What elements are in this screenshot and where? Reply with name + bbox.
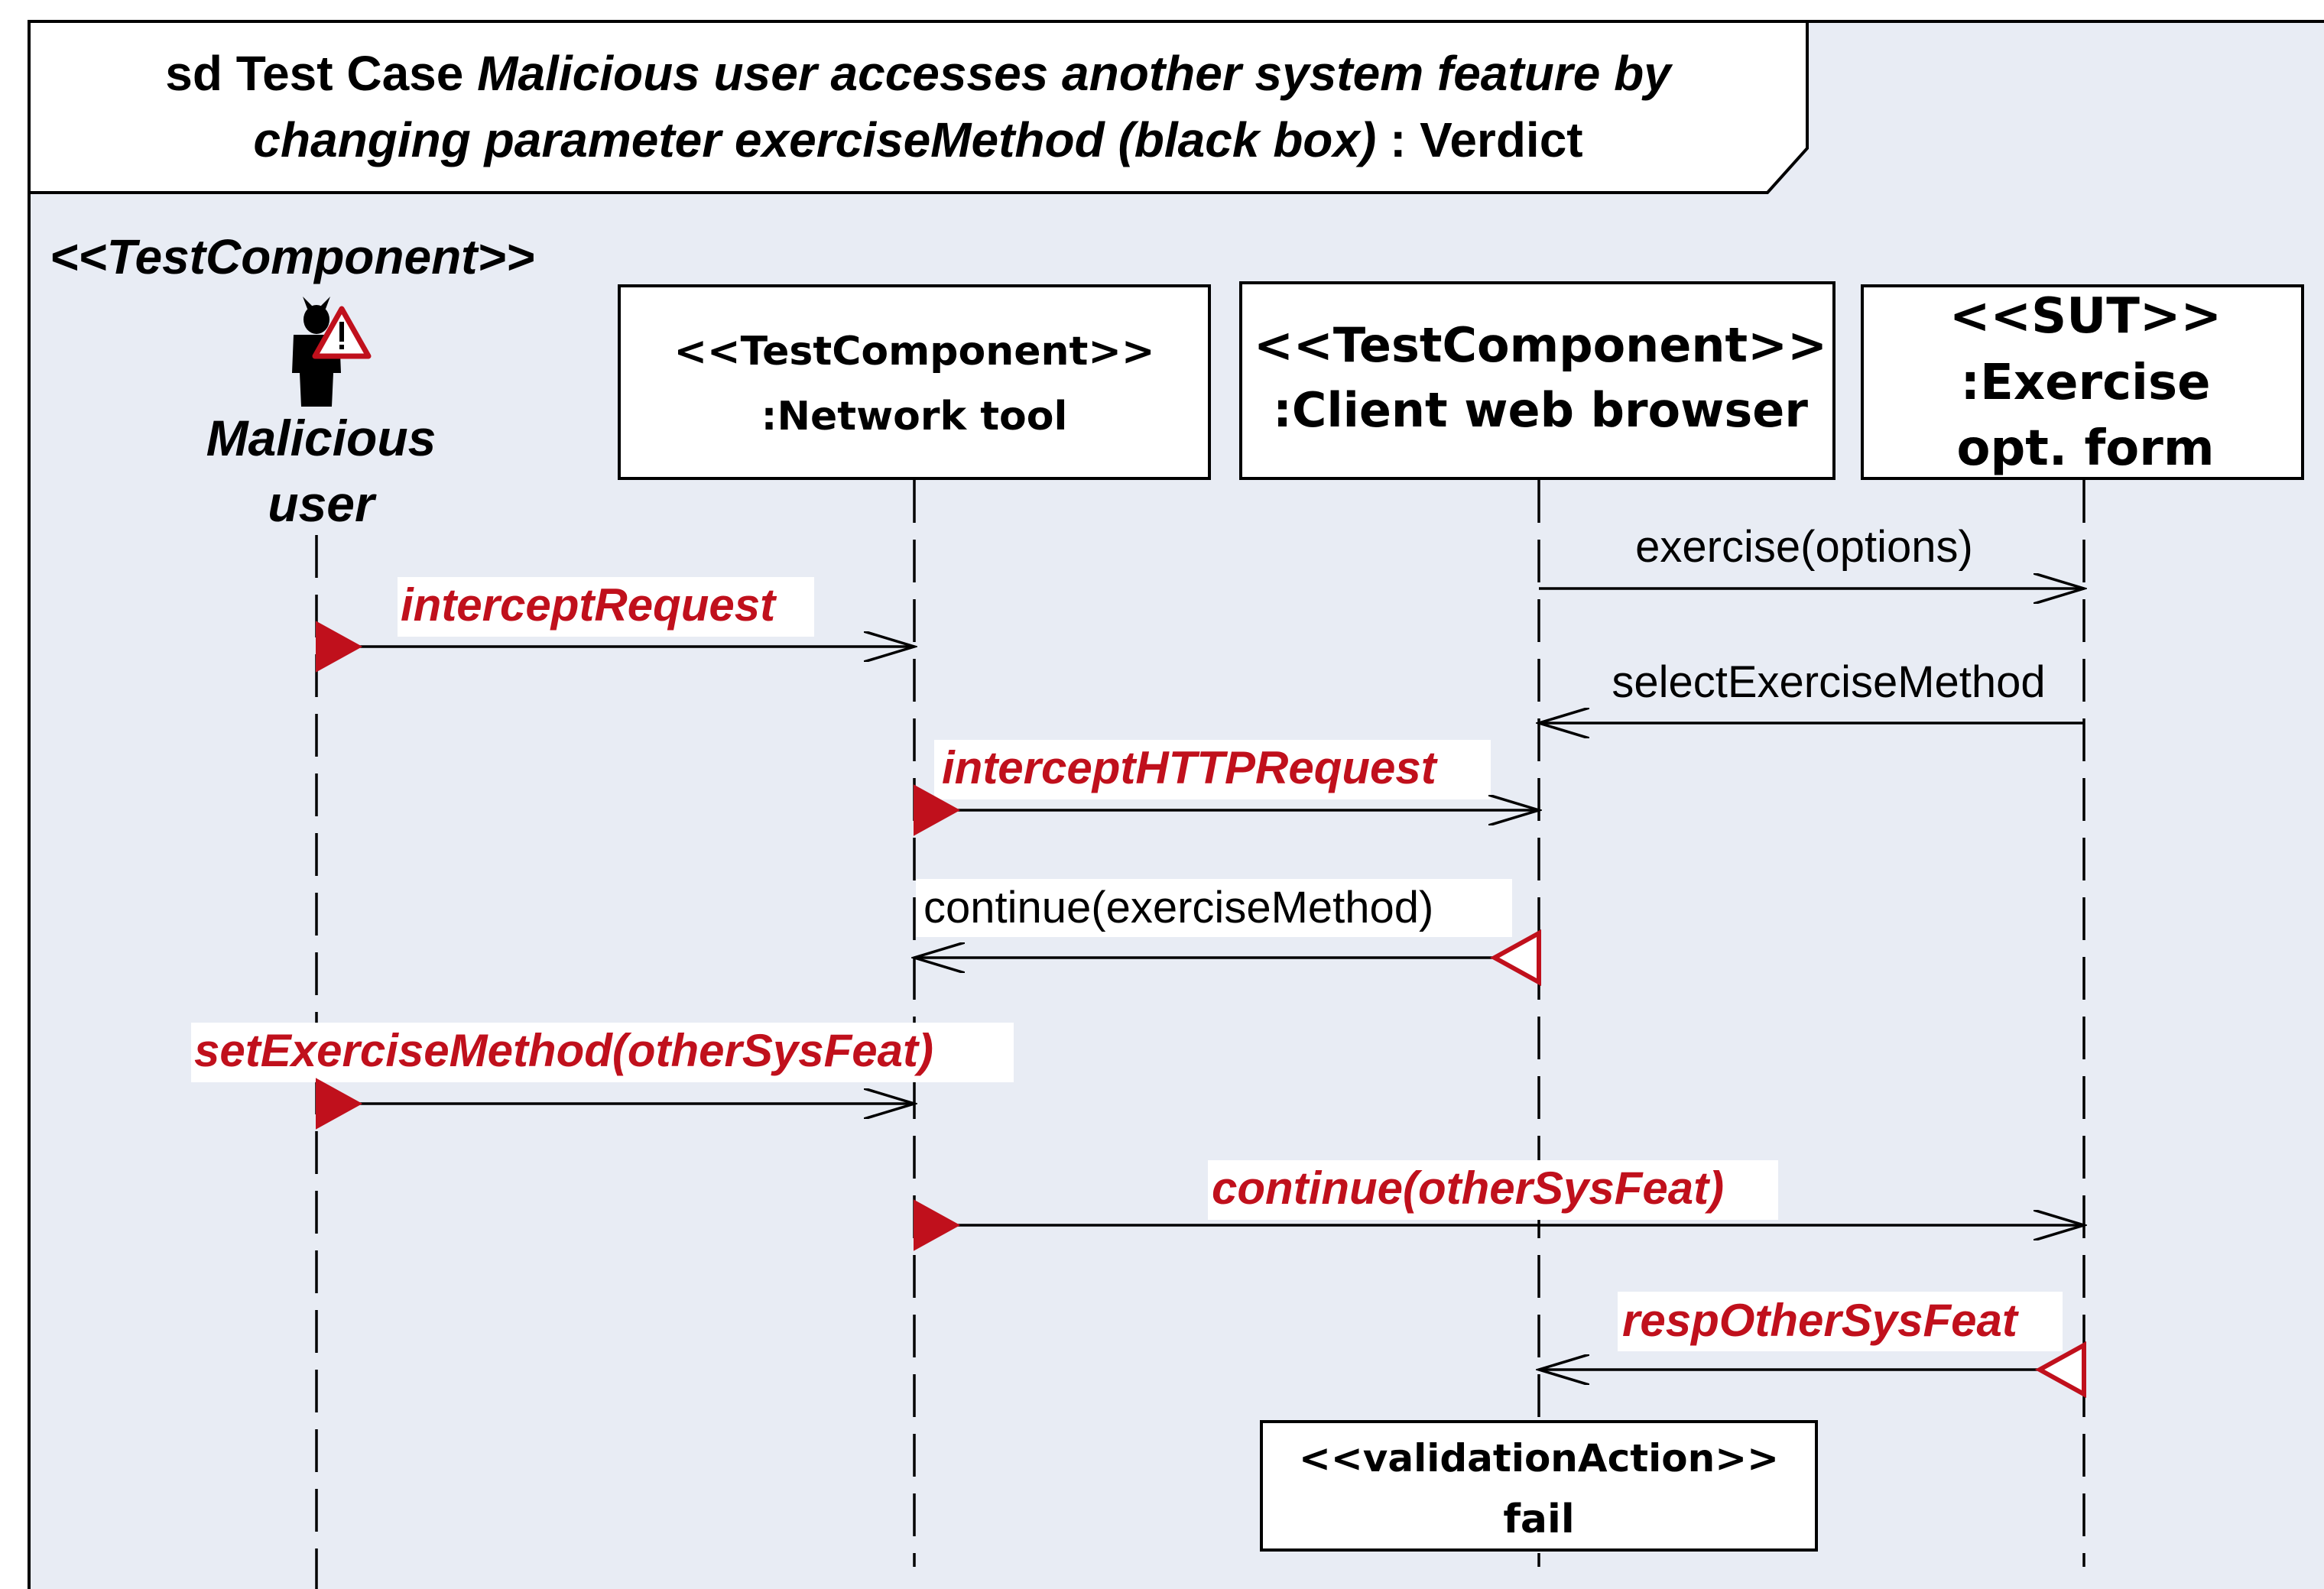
network-tool-name: :Network tool — [761, 394, 1068, 439]
exercise-form-stereotype: <<SUT>> — [1949, 288, 2222, 345]
client-browser-name: :Client web browser — [1273, 382, 1808, 438]
message-intercept-request: interceptRequest — [316, 577, 914, 673]
message-continue-other-sys-feat: continue(otherSysFeat) — [914, 1160, 2084, 1251]
message-label: exercise(options) — [1635, 522, 1973, 572]
validation-action-verdict: fail — [1503, 1497, 1574, 1542]
exercise-form-name-line1: :Exercise — [1961, 355, 2211, 411]
frame-title-italic-2: changing parameter exerciseMethod (black… — [253, 112, 1376, 167]
frame-title-prefix: sd Test Case — [165, 46, 463, 101]
frame-title-tab — [28, 20, 1809, 194]
malicious-name-line2: user — [268, 475, 377, 532]
message-label: setExerciseMethod(otherSysFeat) — [194, 1025, 933, 1076]
malicious-stereotype: <<TestComponent>> — [50, 229, 534, 284]
message-label: interceptRequest — [401, 579, 777, 631]
client-browser-box — [1239, 281, 1836, 480]
message-exercise-options: exercise(options) — [1539, 522, 2084, 589]
message-label: interceptHTTPRequest — [942, 742, 1439, 793]
frame-title-italic-1: Malicious user accesses another system f… — [477, 46, 1673, 101]
network-tool-box — [618, 284, 1211, 480]
frame-title-line2: changing parameter exerciseMethod (black… — [253, 112, 1582, 167]
message-intercept-http-request: interceptHTTPRequest — [914, 740, 1539, 836]
message-set-exercise-method: setExerciseMethod(otherSysFeat) — [191, 1023, 1014, 1130]
malicious-name-line1: Malicious — [206, 410, 437, 466]
message-label: respOtherSysFeat — [1622, 1295, 2020, 1346]
message-select-exercise-method: selectExerciseMethod — [1539, 657, 2084, 723]
validation-action-stereotype: <<validationAction>> — [1299, 1436, 1779, 1480]
message-label: continue(exerciseMethod) — [923, 883, 1433, 932]
malicious-user-icon — [292, 297, 372, 407]
message-label: selectExerciseMethod — [1612, 657, 2045, 707]
exercise-form-box — [1861, 284, 2304, 480]
validation-action: <<validationAction>> fail — [1260, 1420, 1818, 1552]
frame-title-line1: sd Test Case Malicious user accesses ano… — [165, 46, 1673, 101]
message-label: continue(otherSysFeat) — [1212, 1163, 1724, 1214]
message-resp-other-sys-feat: respOtherSysFeat — [1539, 1292, 2086, 1399]
client-browser-stereotype: <<TestComponent>> — [1254, 317, 1827, 373]
network-tool-stereotype: <<TestComponent>> — [674, 329, 1154, 375]
message-continue-exercise-method: continue(exerciseMethod) — [914, 879, 1541, 987]
exercise-form-name-line2: opt. form — [1956, 420, 2214, 477]
frame-title-suffix: : Verdict — [1390, 112, 1583, 167]
